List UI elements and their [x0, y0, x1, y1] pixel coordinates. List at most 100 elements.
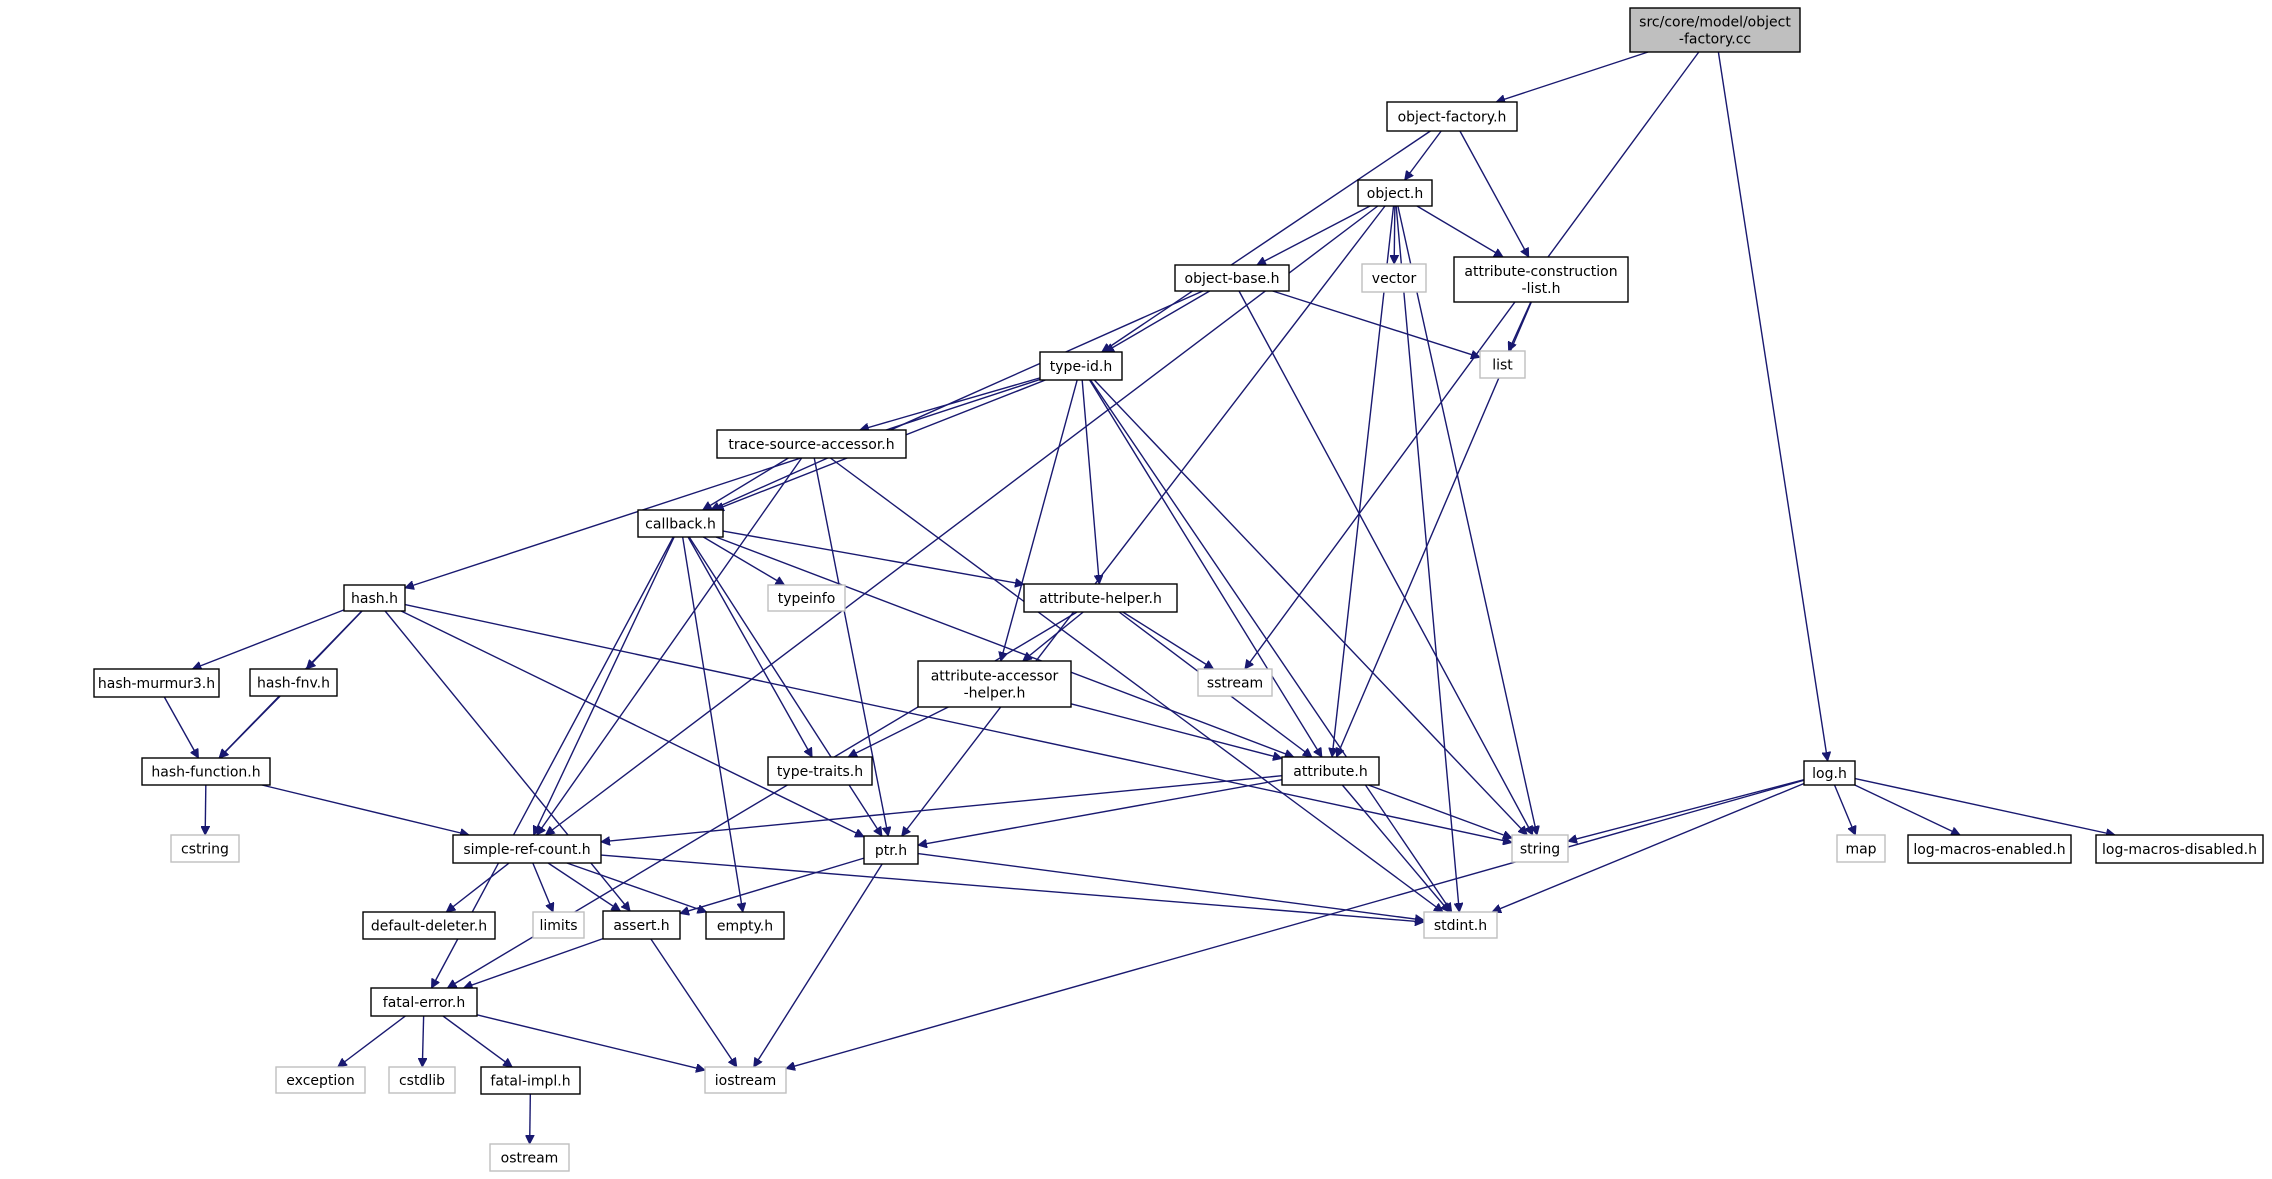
edge-root-to-sstream: [1245, 51, 1700, 669]
node-label: default-deleter.h: [371, 919, 487, 935]
edge-hash-to-assert: [384, 610, 630, 911]
node-label: cstdlib: [399, 1073, 445, 1089]
node-ptr[interactable]: ptr.h: [863, 835, 919, 865]
node-trace-source[interactable]: trace-source-accessor.h: [716, 429, 907, 459]
node-log-enabled[interactable]: log-macros-enabled.h: [1907, 834, 2072, 864]
edge-object-to-ptr: [902, 205, 1386, 836]
node-label: log-macros-disabled.h: [2102, 842, 2257, 858]
edge-callback-to-attr-helper: [722, 530, 1024, 584]
edge-object-to-attr-construction: [1416, 205, 1503, 258]
node-log[interactable]: log.h: [1803, 760, 1856, 786]
node-attr-helper[interactable]: attribute-helper.h: [1023, 583, 1178, 613]
node-object[interactable]: object.h: [1357, 179, 1433, 207]
edge-type-id-to-attribute: [1089, 379, 1323, 757]
node-label: callback.h: [645, 517, 716, 533]
node-attr-construction[interactable]: attribute-construction-list.h: [1453, 256, 1629, 303]
node-string: string: [1511, 834, 1569, 863]
edge-trace-source-to-ptr: [813, 457, 888, 836]
node-box: [1907, 834, 2072, 864]
node-fatal-impl[interactable]: fatal-impl.h: [480, 1066, 581, 1095]
node-object-factory[interactable]: object-factory.h: [1386, 101, 1518, 132]
node-typeinfo: typeinfo: [767, 584, 846, 612]
node-hash[interactable]: hash.h: [343, 584, 406, 612]
edge-callback-to-attribute: [715, 536, 1294, 757]
node-box: [1174, 264, 1290, 292]
edge-fatal-error-to-iostream: [476, 1014, 705, 1070]
edge-attr-accessor-to-type-traits: [848, 706, 949, 758]
node-label: -helper.h: [964, 686, 1026, 702]
node-empty[interactable]: empty.h: [705, 911, 785, 940]
edge-assert-to-fatal-error: [464, 937, 604, 988]
node-box: [532, 911, 585, 939]
edge-simple-ref-to-limits: [532, 862, 553, 912]
node-label: stdint.h: [1434, 918, 1487, 934]
node-label: -factory.cc: [1679, 32, 1751, 48]
node-hash-murmur3[interactable]: hash-murmur3.h: [93, 668, 220, 698]
edge-simple-ref-to-stdint: [600, 854, 1424, 922]
node-object-base[interactable]: object-base.h: [1174, 264, 1290, 292]
node-box: [1361, 263, 1427, 293]
node-box: [1803, 760, 1856, 786]
node-sstream: sstream: [1197, 668, 1273, 697]
edge-hash-to-string: [404, 603, 1512, 843]
edge-attr-accessor-to-attribute: [1070, 703, 1282, 759]
node-box: [767, 756, 873, 786]
node-default-deleter[interactable]: default-deleter.h: [362, 911, 496, 940]
node-hash-function[interactable]: hash-function.h: [141, 757, 271, 786]
node-label: hash-murmur3.h: [98, 676, 215, 692]
edge-log-to-log-disabled: [1854, 777, 2115, 835]
edge-object-to-string: [1397, 205, 1537, 835]
node-iostream: iostream: [704, 1066, 787, 1094]
node-fatal-error[interactable]: fatal-error.h: [370, 987, 478, 1017]
node-assert[interactable]: assert.h: [602, 910, 681, 940]
node-box: [1197, 668, 1273, 697]
edge-fatal-impl-to-ostream: [530, 1093, 531, 1144]
edge-attribute-to-simple-ref: [601, 775, 1283, 842]
node-type-id[interactable]: type-id.h: [1039, 351, 1123, 381]
node-box: [1386, 101, 1518, 132]
edge-attr-helper-to-sstream: [1122, 611, 1214, 670]
edge-type-id-to-hash: [405, 378, 1041, 588]
edge-hash-murmur3-to-hash-function: [163, 696, 200, 758]
node-label: attribute-construction: [1464, 264, 1617, 280]
node-callback[interactable]: callback.h: [637, 509, 724, 538]
edge-log-to-map: [1833, 784, 1856, 835]
edge-object-base-to-string: [1238, 290, 1534, 835]
node-box: [863, 835, 919, 865]
node-label: hash-function.h: [151, 765, 260, 781]
edge-type-id-to-attr-accessor: [1001, 379, 1078, 661]
node-label: object.h: [1367, 186, 1423, 202]
edge-assert-to-iostream: [650, 938, 738, 1067]
node-hash-fnv[interactable]: hash-fnv.h: [249, 668, 338, 697]
node-limits: limits: [532, 911, 585, 939]
node-box: [1357, 179, 1433, 207]
node-box: [1836, 834, 1886, 863]
node-simple-ref[interactable]: simple-ref-count.h: [452, 834, 602, 864]
node-label: -list.h: [1522, 281, 1561, 297]
node-box: [275, 1066, 366, 1094]
edge-log-to-log-enabled: [1854, 784, 1960, 835]
node-box: [170, 834, 240, 863]
node-label: typeinfo: [778, 591, 836, 607]
edge-type-id-to-string: [1093, 379, 1527, 835]
edge-object-base-to-type-id: [1105, 290, 1211, 353]
node-vector: vector: [1361, 263, 1427, 293]
node-box: [1423, 911, 1498, 939]
node-box: [1453, 256, 1629, 303]
node-label: ostream: [501, 1151, 559, 1167]
node-box: [1039, 351, 1123, 381]
node-cstring: cstring: [170, 834, 240, 863]
node-label: type-traits.h: [777, 764, 863, 780]
edge-object-factory-to-object: [1405, 130, 1442, 180]
node-root[interactable]: src/core/model/object-factory.cc: [1629, 7, 1801, 53]
node-attr-accessor[interactable]: attribute-accessor-helper.h: [917, 660, 1072, 708]
edge-ptr-to-stdint: [917, 852, 1424, 921]
node-box: [343, 584, 406, 612]
node-log-disabled[interactable]: log-macros-disabled.h: [2095, 834, 2264, 864]
node-type-traits[interactable]: type-traits.h: [767, 756, 873, 786]
edge-attribute-to-stdint: [1341, 784, 1449, 912]
edge-object-base-to-callback: [711, 290, 1204, 510]
node-attribute[interactable]: attribute.h: [1281, 756, 1380, 786]
edge-log-to-stdint: [1492, 782, 1805, 912]
